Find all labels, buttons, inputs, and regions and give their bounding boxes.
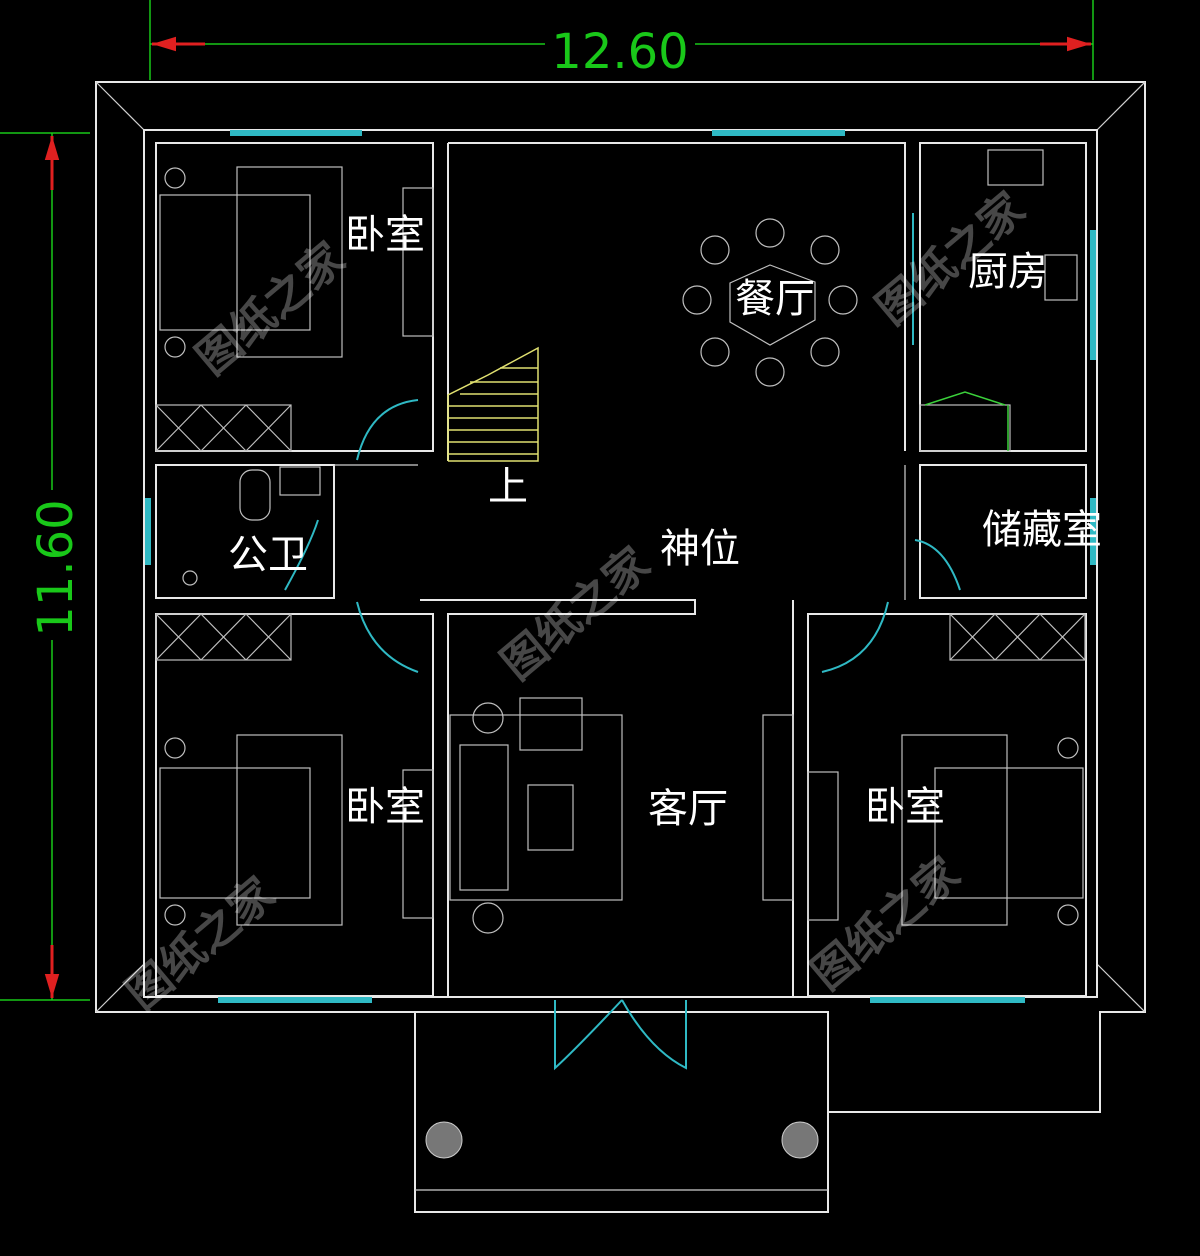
dimension-width: 12.60: [149, 0, 1094, 80]
width-label: 12.60: [551, 24, 688, 80]
room-label-living: 客厅: [648, 786, 728, 832]
room-label-bedroom-nw: 卧室: [345, 212, 425, 258]
room-label-bedroom-sw: 卧室: [345, 784, 425, 830]
room-label-bedroom-se: 卧室: [865, 784, 945, 830]
building-walls: [143, 129, 1098, 998]
windows: [145, 130, 1096, 1003]
stairs: [447, 346, 539, 462]
room-label-dining: 餐厅: [735, 276, 815, 322]
height-label: 11.60: [28, 499, 84, 636]
doors: [284, 213, 961, 1071]
outer-outline: [95, 81, 1146, 1113]
porch: [414, 1011, 829, 1213]
room-label-stairs-up: 上: [488, 464, 528, 510]
watermark: 图纸之家: [187, 233, 355, 385]
dimension-height: 11.60: [0, 132, 90, 1001]
room-label-shrine: 神位: [660, 526, 740, 572]
room-label-kitchen: 厨房: [968, 249, 1048, 295]
furniture: [155, 149, 1086, 934]
room-label-bathroom: 公卫: [228, 532, 308, 578]
watermark: 图纸之家: [802, 848, 970, 1000]
room-labels: 卧室 餐厅 厨房 上 公卫 神位 储藏室 卧室 客厅 卧室: [228, 212, 1102, 832]
watermarks: 图纸之家 图纸之家 图纸之家 图纸之家 图纸之家: [117, 183, 1035, 1020]
room-label-storage: 储藏室: [982, 507, 1102, 553]
